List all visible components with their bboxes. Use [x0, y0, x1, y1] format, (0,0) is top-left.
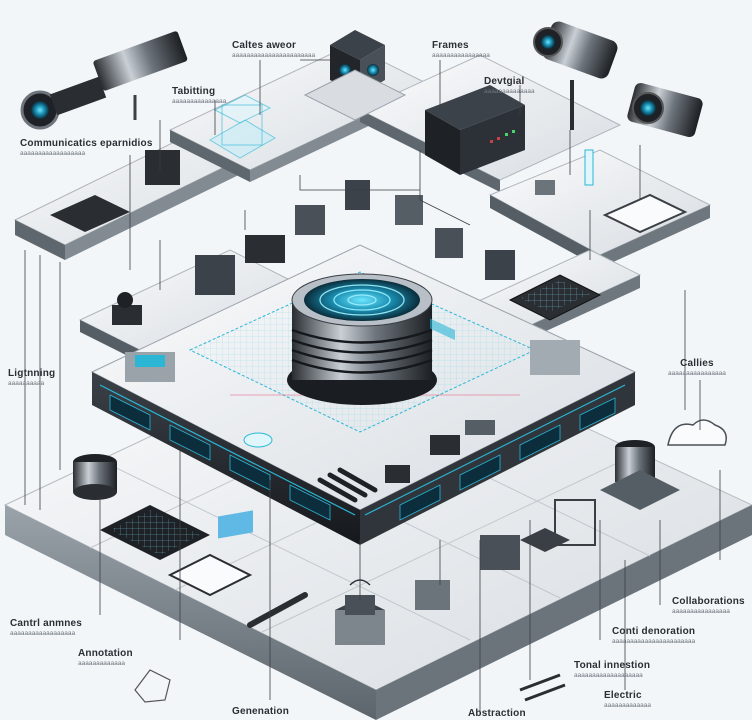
label-tabitting: Tabitting aaaaaaaaaaaaaaa	[172, 86, 226, 105]
label-electric: Electric aaaaaaaaaaaaa	[604, 690, 651, 709]
cube-camera-device	[303, 30, 407, 121]
bottom-left-devices	[73, 454, 308, 703]
label-lightning: Ligtnning aaaaaaaaaa	[8, 368, 55, 387]
label-generation: Genenation	[232, 706, 289, 717]
label-frames: Frames aaaaaaaaaaaaaaaa	[432, 40, 490, 59]
label-communication: Communicatics eparnidios aaaaaaaaaaaaaaa…	[20, 138, 153, 157]
label-tonal: Tonal innestion aaaaaaaaaaaaaaaaaaa	[574, 660, 650, 679]
central-lens-module	[287, 273, 437, 405]
label-title: Genenation	[232, 706, 290, 717]
label-annotation: Annotation aaaaaaaaaaaaa	[78, 648, 133, 667]
label-subtitle: aaaaaaaaaa	[8, 380, 45, 387]
label-abstraction: Abstraction	[468, 708, 526, 719]
label-devtgial: Devtgial aaaaaaaaaaaaaa	[484, 76, 535, 95]
label-title: Tabitting	[172, 86, 216, 97]
label-subtitle: aaaaaaaaaaaaaaaaaaa	[574, 672, 643, 679]
label-title: Tonal innestion	[574, 660, 651, 671]
camera-device-left	[20, 31, 188, 130]
label-conti-generation: Conti denoration aaaaaaaaaaaaaaaaaaaaaaa	[612, 626, 695, 645]
label-title: Frames	[432, 40, 469, 51]
central-platform-devices	[125, 149, 594, 503]
label-subtitle: aaaaaaaaaaaaaaa	[172, 98, 227, 105]
label-title: Ligtnning	[8, 368, 56, 379]
label-title: Abstraction	[468, 708, 526, 719]
label-title: Devtgial	[484, 76, 525, 87]
circuit-board-device	[508, 274, 602, 321]
label-subtitle: aaaaaaaaaaaaa	[604, 702, 651, 709]
label-title: Annotation	[78, 648, 133, 659]
label-subtitle: aaaaaaaaaaaaaaaa	[672, 608, 730, 615]
label-subtitle: aaaaaaaaaaaaaaaaaa	[10, 630, 76, 637]
label-title: Collaborations	[672, 596, 745, 607]
label-callies: Callies aaaaaaaaaaaaaaaa	[668, 358, 726, 377]
label-title: Conti denoration	[612, 626, 696, 637]
server-device	[425, 85, 525, 341]
bottom-center-devices	[335, 535, 520, 645]
label-title: Cantrl anmnes	[10, 618, 83, 629]
camera-device-right-top	[533, 21, 618, 130]
label-subtitle: aaaaaaaaaaaaaaaaaaaaaaa	[232, 52, 316, 59]
label-subtitle: aaaaaaaaaaaaaa	[484, 88, 535, 95]
label-subtitle: aaaaaaaaaaaaaaaa	[432, 52, 490, 59]
left-panel-devices	[50, 150, 180, 325]
tablet-device-right	[602, 193, 688, 234]
right-side-devices	[519, 340, 727, 702]
glass-cube-device	[209, 94, 276, 159]
label-subtitle: aaaaaaaaaaaaaaaa	[668, 370, 726, 377]
label-subtitle: aaaaaaaaaaaaaaaaaa	[20, 150, 86, 157]
label-subtitle: aaaaaaaaaaaaa	[78, 660, 125, 667]
label-collaborations: Collaborations aaaaaaaaaaaaaaaa	[672, 596, 745, 615]
camera-device-right	[627, 82, 703, 138]
label-title: Communicatics eparnidios	[20, 138, 153, 149]
label-subtitle: aaaaaaaaaaaaaaaaaaaaaaa	[612, 638, 696, 645]
label-camera-sensor: Caltes aweor aaaaaaaaaaaaaaaaaaaaaaa	[232, 40, 315, 59]
label-title: Electric	[604, 690, 642, 701]
connector-lines	[24, 59, 721, 715]
label-title: Callies	[680, 358, 714, 369]
label-control: Cantrl anmnes aaaaaaaaaaaaaaaaaa	[10, 618, 82, 637]
label-title: Caltes aweor	[232, 40, 297, 51]
